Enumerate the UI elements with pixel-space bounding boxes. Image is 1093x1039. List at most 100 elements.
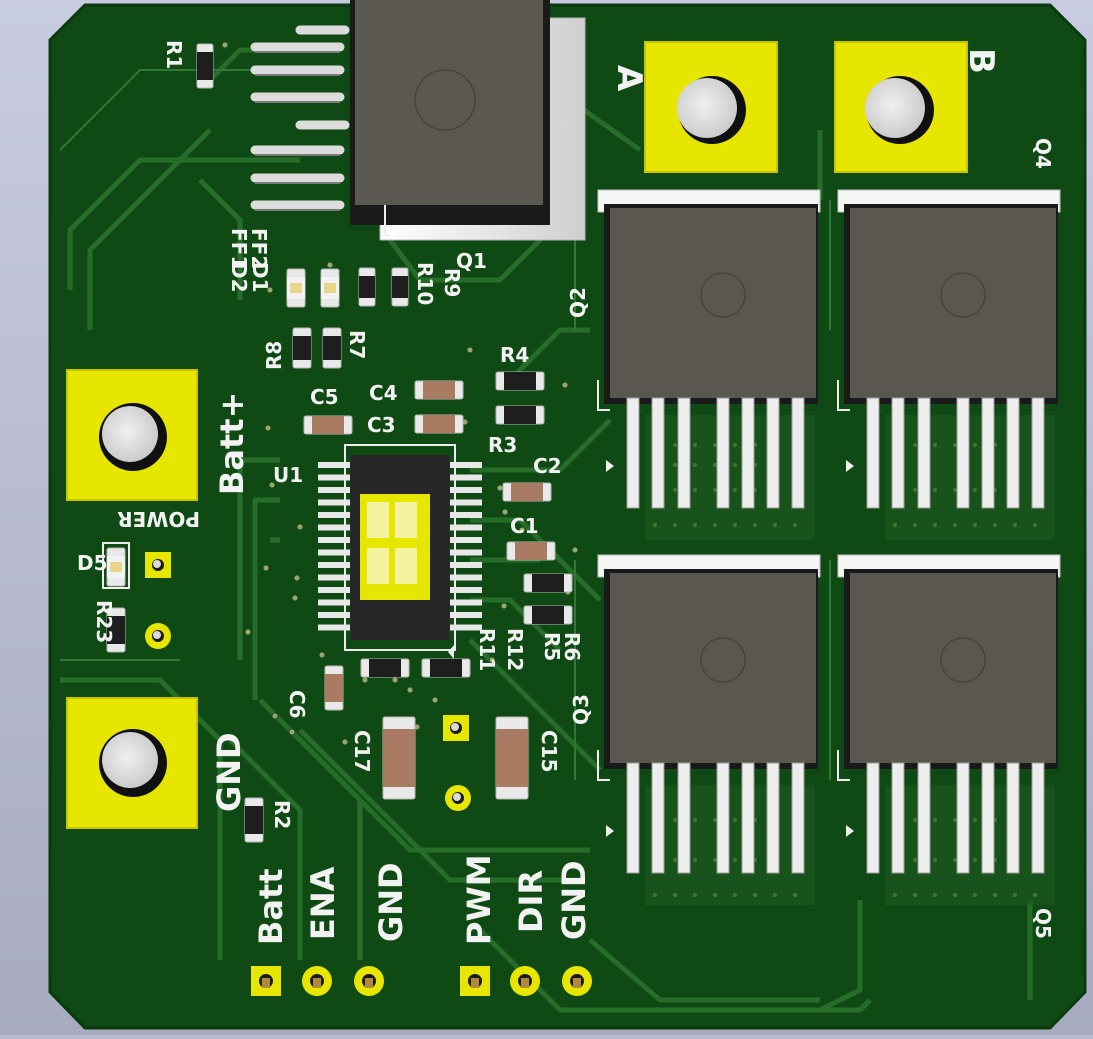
r9-label: R9 (440, 268, 464, 297)
q5-label: Q5 (1031, 908, 1055, 939)
u1-pin (450, 624, 482, 631)
q5-marking (940, 637, 986, 683)
r8-resistor-body (293, 336, 311, 360)
u1-label: U1 (273, 463, 303, 487)
u1-pin (318, 549, 350, 556)
q2-lead (651, 397, 665, 509)
c6-label: C6 (285, 690, 309, 719)
q2-leads (626, 397, 805, 509)
r11-resistor-body (369, 659, 401, 677)
c15-capacitor-body (496, 729, 528, 787)
q5-pin1-marker (846, 825, 854, 837)
r6-label: R6 (560, 632, 584, 661)
d1-label: D1 (248, 262, 272, 293)
r3-resistor (495, 405, 545, 425)
q5-lead (891, 762, 905, 874)
q2-lead (741, 397, 755, 509)
q2-lead (766, 397, 780, 509)
c1-label: C1 (510, 514, 539, 538)
u1-pin (318, 487, 350, 493)
terminal-b-pad (834, 41, 968, 173)
q5-leads (866, 762, 1045, 874)
ff1-led-lens (290, 283, 302, 293)
r23-resistor-body (107, 616, 125, 644)
q5-lead (956, 762, 970, 874)
q3-pin1-marker (606, 825, 614, 837)
u1-pin (450, 512, 482, 518)
passive-components (106, 43, 573, 843)
q4-lead (1031, 397, 1045, 509)
r9-resistor (358, 267, 376, 307)
u1-pin (450, 537, 482, 543)
q1-label: Q1 (456, 249, 487, 273)
r5-resistor-body (532, 574, 564, 592)
d5-led-lens (110, 562, 122, 572)
power-mosfets (597, 189, 1061, 874)
r4-resistor-body (504, 372, 536, 390)
r5-resistor (523, 573, 573, 593)
d2-label: D2 (227, 262, 251, 293)
u1-pin (450, 499, 482, 506)
u1-pin (450, 574, 482, 581)
c4-capacitor (414, 380, 464, 400)
q4-lead (956, 397, 970, 509)
q3-drain-pad-region (645, 785, 815, 905)
r8-label: R8 (262, 341, 286, 370)
ff2-label: FF2 (247, 228, 271, 269)
q4-pin1-marker (846, 460, 854, 472)
u1-pins (318, 462, 482, 631)
q2-pin1-marker (606, 460, 614, 472)
q4-lead (981, 397, 995, 509)
r6-resistor-body (532, 606, 564, 624)
q4-lead (891, 397, 905, 509)
q2-marking (700, 272, 746, 318)
batt-plus-pad (66, 369, 198, 501)
u1-ic (318, 444, 482, 659)
c5-capacitor-body (312, 416, 344, 434)
c2-label: C2 (533, 454, 562, 478)
header-gnd1-label: GND (372, 862, 410, 942)
q4-drain-pad-region (885, 415, 1055, 540)
c3-label: C3 (367, 413, 396, 437)
r7-resistor (322, 327, 342, 369)
q4-lead (917, 397, 931, 509)
c3-capacitor (414, 414, 464, 434)
u1-pin (318, 612, 350, 618)
header-pins (251, 966, 592, 996)
q1-body (355, 0, 543, 205)
batt-plus-label: Batt+ (213, 392, 251, 495)
q1-leads (250, 25, 350, 210)
r12-resistor-body (430, 659, 462, 677)
u1-pin (450, 474, 482, 481)
u1-pin (318, 562, 350, 568)
q4-body (850, 208, 1056, 398)
r2-resistor-body (245, 806, 263, 834)
q3-lead (766, 762, 780, 874)
u1-pin (318, 537, 350, 543)
u1-pin (450, 524, 482, 531)
q5-lead (981, 762, 995, 874)
u1-pin (318, 499, 350, 506)
r1-label: R1 (162, 40, 186, 69)
u1-pin (318, 587, 350, 593)
ff2-led-lens (324, 283, 336, 293)
header-ena-label: ENA (304, 866, 342, 940)
terminal-a-label: A (609, 65, 649, 92)
q2-body (610, 208, 816, 398)
header-batt-label: Batt (252, 868, 290, 945)
q2-mosfet (597, 189, 821, 509)
u1-pin (318, 512, 350, 518)
c4-label: C4 (369, 381, 398, 405)
d5-label: D5 (77, 551, 108, 575)
r2-resistor (244, 797, 264, 843)
q5-mosfet (837, 554, 1061, 874)
q5-drain-pad-region (885, 785, 1055, 905)
c17-capacitor-body (383, 729, 415, 787)
q1-marking (414, 69, 476, 131)
u1-pin (318, 474, 350, 481)
u1-pin (318, 624, 350, 631)
c2-capacitor-body (511, 483, 543, 501)
r1-resistor-body (197, 52, 213, 80)
u1-pin (450, 612, 482, 618)
u1-pin (318, 599, 350, 606)
